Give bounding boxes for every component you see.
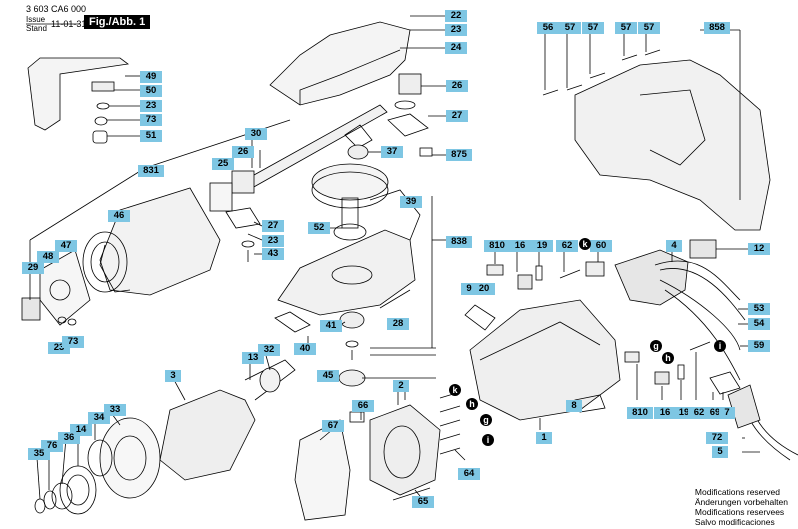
- part-label-56: 56: [537, 22, 559, 34]
- part-label-23: 23: [445, 24, 467, 36]
- part-label-810: 810: [627, 407, 653, 419]
- part-label-29: 29: [22, 262, 44, 274]
- part-label-62: 62: [556, 240, 578, 252]
- part-label-50: 50: [140, 85, 162, 97]
- part-label-36: 36: [58, 432, 80, 444]
- part-label-831: 831: [138, 165, 164, 177]
- part-label-43: 43: [262, 248, 284, 260]
- marker-g: g: [650, 340, 662, 352]
- part-label-73: 73: [62, 336, 84, 348]
- marker-k: k: [579, 238, 591, 250]
- marker-k: k: [449, 384, 461, 396]
- part-label-16: 16: [509, 240, 531, 252]
- part-label-41: 41: [320, 320, 342, 332]
- part-label-57: 57: [638, 22, 660, 34]
- part-label-32: 32: [258, 344, 280, 356]
- stand-label: Stand: [26, 24, 47, 33]
- part-label-22: 22: [445, 10, 467, 22]
- part-label-1: 1: [536, 432, 552, 444]
- part-label-35: 35: [28, 448, 50, 460]
- part-label-23: 23: [262, 235, 284, 247]
- modifications-note-line: Salvo modificaciones: [694, 517, 775, 527]
- part-label-52: 52: [308, 222, 330, 234]
- part-label-16: 16: [654, 407, 676, 419]
- marker-h: h: [466, 398, 478, 410]
- part-label-66: 66: [352, 400, 374, 412]
- part-label-838: 838: [446, 236, 472, 248]
- part-label-27: 27: [446, 110, 468, 122]
- part-label-37: 37: [381, 146, 403, 158]
- part-label-12: 12: [748, 243, 770, 255]
- marker-i: i: [714, 340, 726, 352]
- part-label-47: 47: [55, 240, 77, 252]
- part-label-67: 67: [322, 420, 344, 432]
- part-label-23: 23: [140, 100, 162, 112]
- part-label-34: 34: [88, 412, 110, 424]
- marker-i: i: [482, 434, 494, 446]
- modifications-note-line: Modifications reserved: [694, 487, 780, 497]
- part-label-5: 5: [712, 446, 728, 458]
- part-label-49: 49: [140, 71, 162, 83]
- part-label-30: 30: [245, 128, 267, 140]
- part-label-59: 59: [748, 340, 770, 352]
- part-label-20: 20: [473, 283, 495, 295]
- part-label-45: 45: [317, 370, 339, 382]
- part-label-8: 8: [566, 400, 582, 412]
- part-label-39: 39: [400, 196, 422, 208]
- part-label-46: 46: [108, 210, 130, 222]
- part-label-51: 51: [140, 130, 162, 142]
- part-label-57: 57: [559, 22, 581, 34]
- modifications-note: Modifications reserved Änderungen vorbeh…: [695, 487, 788, 527]
- doc-number: 3 603 CA6 000: [26, 4, 87, 14]
- part-label-25: 25: [212, 158, 234, 170]
- part-label-48: 48: [37, 251, 59, 263]
- marker-g: g: [480, 414, 492, 426]
- modifications-note-line: Änderungen vorbehalten: [694, 497, 788, 507]
- part-label-875: 875: [446, 149, 472, 161]
- issue-label: Issue: [26, 15, 46, 24]
- part-label-72: 72: [706, 432, 728, 444]
- figure-title: Fig./Abb. 1: [84, 15, 151, 29]
- part-label-7: 7: [719, 407, 735, 419]
- part-label-65: 65: [412, 496, 434, 508]
- part-label-858: 858: [704, 22, 730, 34]
- part-label-2: 2: [393, 380, 409, 392]
- part-label-3: 3: [165, 370, 181, 382]
- part-label-64: 64: [458, 468, 480, 480]
- part-label-19: 19: [531, 240, 553, 252]
- part-label-40: 40: [294, 343, 316, 355]
- part-label-57: 57: [582, 22, 604, 34]
- part-label-26: 26: [446, 80, 468, 92]
- part-label-54: 54: [748, 318, 770, 330]
- part-label-4: 4: [666, 240, 682, 252]
- part-label-57: 57: [615, 22, 637, 34]
- part-label-26: 26: [232, 146, 254, 158]
- part-label-73: 73: [140, 114, 162, 126]
- part-label-60: 60: [590, 240, 612, 252]
- part-label-53: 53: [748, 303, 770, 315]
- part-label-27: 27: [262, 220, 284, 232]
- marker-h: h: [662, 352, 674, 364]
- part-label-28: 28: [387, 318, 409, 330]
- part-label-810: 810: [484, 240, 510, 252]
- part-label-24: 24: [445, 42, 467, 54]
- modifications-note-line: Modifications reservees: [694, 507, 785, 517]
